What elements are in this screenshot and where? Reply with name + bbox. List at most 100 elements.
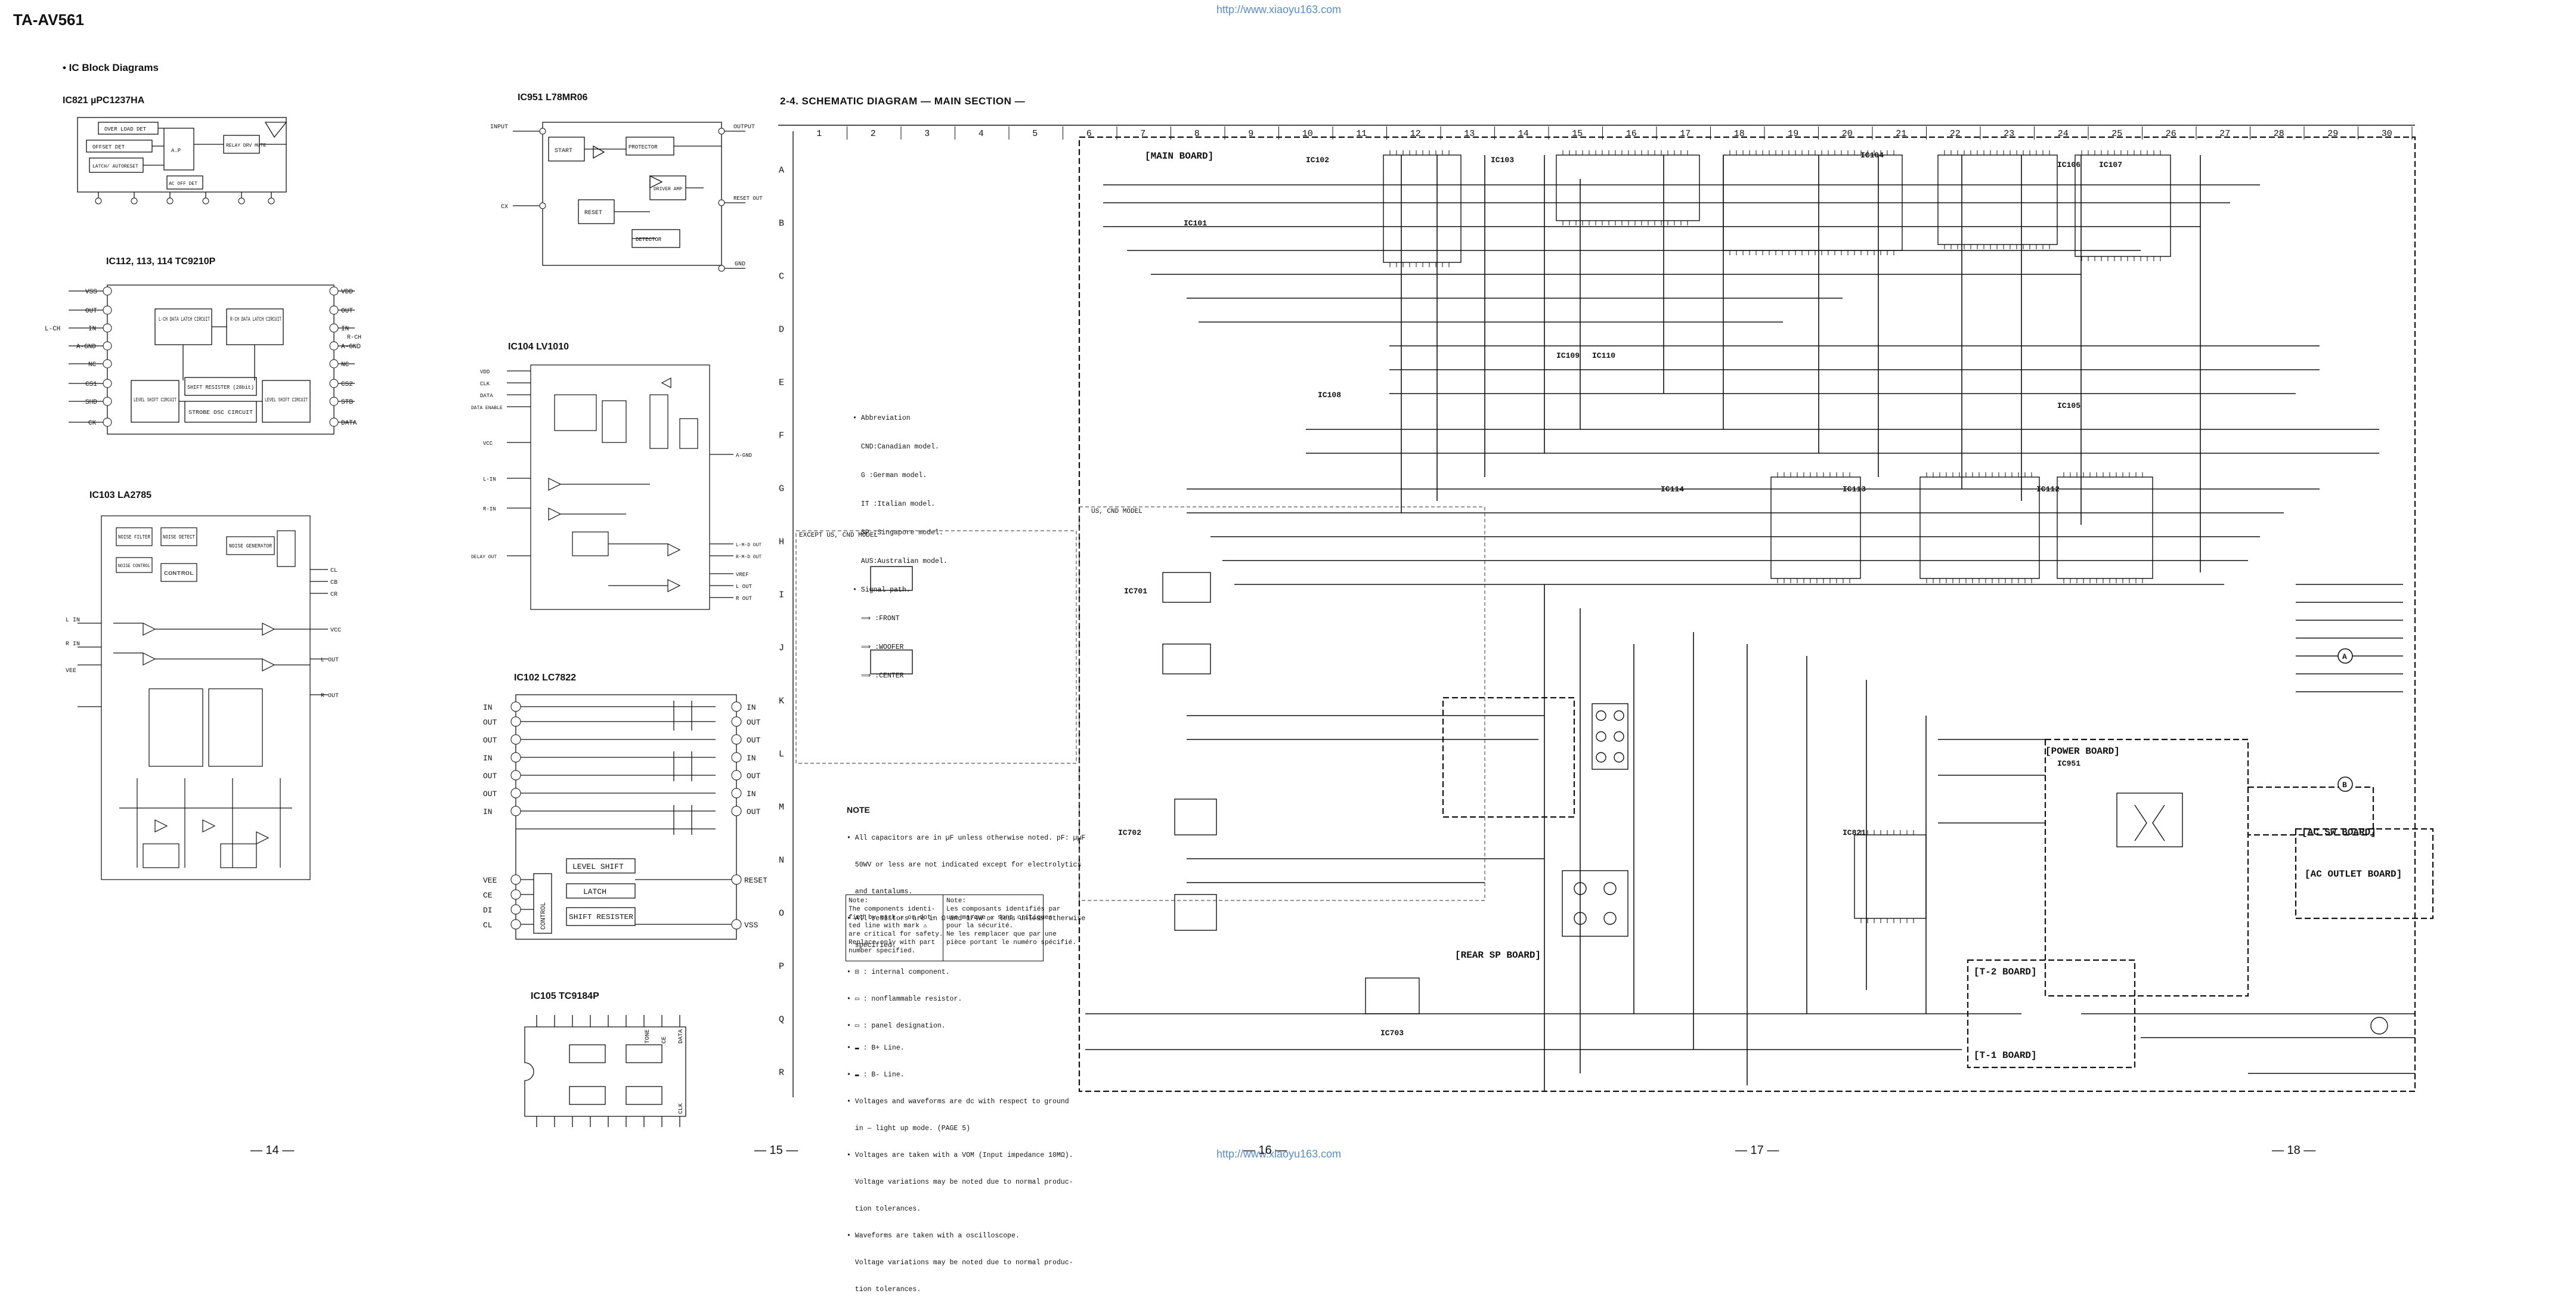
ic112-block-label: R-CH DATA LATCH CIRCUIT [230,317,281,323]
note-line: 50WV or less are not indicated except fo… [847,861,1082,869]
abbreviation-line: SP :Singapore model. [853,529,943,537]
board-label: [AC SW BOARD] [2302,827,2376,838]
ic103-pin-label: R IN [66,641,80,648]
ic102-pin-label: OUT [483,790,497,798]
note-line: tion tolerances. [847,1286,921,1293]
note-line: tion tolerances. [847,1205,921,1213]
grid-column-label: 5 [1032,129,1038,139]
ic112-block-label: LEVEL SHIFT CIRCUIT [265,397,308,403]
grid-column-label: 10 [1302,129,1313,139]
ic112-block-label: LEVEL SHIFT CIRCUIT [134,397,177,403]
grid-row-label: D [779,325,784,335]
note-line: • Waveforms are taken with a oscilloscop… [847,1232,1020,1240]
ic102-pin-label: VSS [744,921,758,930]
abbreviation-line: CND:Canadian model. [853,443,939,451]
grid-row-label: G [779,484,784,494]
grid-column-label: 13 [1464,129,1475,139]
ic103-block-label: NOISE FILTER [118,534,150,540]
note-line: • ▬ : B- Line. [847,1071,905,1079]
ic103-block-label: CONTROL [164,571,194,577]
page-number: — 15 — [754,1144,798,1157]
ic-label: IC104 [1860,151,1884,160]
ic-label: IC102 [1306,156,1329,165]
site-url-bottom[interactable]: http://www.xiaoyu163.com [1216,1148,1342,1160]
ic951-pin-label: CX [501,204,508,211]
abbreviation-line: ⟹ :CENTER [853,672,904,680]
grid-row-label: M [779,803,784,813]
ic102-diagram: IN OUT OUT IN OUT OUT IN VEE CE DI CL IN… [483,694,767,940]
ic-label: IC109 [1556,351,1580,360]
ic105-pin-label: CLK [678,1103,685,1114]
grid-column-label: 1 [816,129,822,139]
ic103-pin-label: R OUT [321,693,339,700]
grid-column-label: 20 [1842,129,1853,139]
abbreviation-list: • Abbreviation CND:Canadian model. G :Ge… [853,395,948,691]
schematic-title: 2-4. SCHEMATIC DIAGRAM — MAIN SECTION — [780,95,1026,107]
ic112-block-label: SHIFT RESISTER (28bit) [187,385,254,391]
ic104-pin-label: R OUT [736,596,753,602]
ic112-block-label: STROBE DSC CIRCUIT [188,410,253,416]
ic102-pin-label: CL [483,921,493,930]
ic102-pin-label: DI [483,906,493,915]
board-label: [POWER BOARD] [2045,746,2120,757]
note-line: • All resistors are in Ω and 1/4W or les… [847,915,1086,923]
ic105-pin-label: CE [661,1036,668,1044]
ic-label: IC108 [1318,391,1341,400]
note-line: in — light up mode. (PAGE 5) [847,1125,971,1132]
ic103-title: IC103 LA2785 [89,490,152,500]
ic102-pin-label: CE [483,891,493,900]
abbreviation-line: ⟹ :FRONT [853,615,900,623]
ic112-pin-label: IN [88,326,96,333]
ic112-pin-label: IN [341,326,349,333]
ic821-title: IC821 µPC1237HA [63,95,145,106]
ic103-block-label: NOISE CONTROL [118,564,150,569]
ic105-pin-label: TONE [645,1029,651,1044]
ic112-pin-label: VSS [85,289,97,296]
grid-column-label: 27 [2219,129,2230,139]
ic-label: IC112 [2036,485,2060,494]
ic112-pin-label: CS2 [341,381,353,388]
ic-label: IC110 [1592,351,1615,360]
note-line: • ▬ : B+ Line. [847,1044,905,1052]
voltage-notes: • ▬ : B+ Line. • ▬ : B- Line. • Voltages… [847,1026,1073,1303]
abbreviation-line: • Abbreviation [853,414,911,422]
page-number: — 16 — [1243,1144,1287,1157]
abbreviation-line: AUS:Australian model. [853,558,948,565]
ic951-pin-label: INPUT [490,124,508,131]
ic821-block-label: OFFSET DET [92,144,125,150]
grid-row-label: N [779,856,784,866]
ic104-pin-label: R-M-D OUT [736,555,761,560]
grid-column-label: 3 [924,129,930,139]
grid-column-label: 6 [1086,129,1092,139]
ic951-diagram: INPUT CX OUTPUT RESET OUT GND START PROT… [490,122,763,272]
ic102-pin-label: IN [747,703,756,712]
ic112-side-label: R-CH [347,335,361,341]
grid-row-label: H [779,537,784,547]
ic104-title: IC104 LV1010 [508,342,569,352]
ic112-pin-label: A-GND [341,343,361,351]
abbreviation-line: ⟹ :WOOFER [853,643,904,651]
ic-label: IC107 [2099,160,2122,169]
ic951-block-label: START [555,148,572,154]
ic102-title: IC102 LC7822 [514,673,577,683]
ic102-block-label: LEVEL SHIFT [572,862,624,871]
ic951-pin-label: OUTPUT [733,124,755,131]
ic103-pin-label: VCC [330,627,341,634]
ic104-pin-label: A-GND [736,453,752,459]
ic103-pin-label: L IN [66,617,80,624]
page-number: — 17 — [1735,1144,1779,1157]
ic102-pin-label: IN [483,754,493,763]
ic104-pin-label: L-M-D OUT [736,543,761,548]
grid-row-label: R [779,1068,784,1078]
grid-column-label: 16 [1626,129,1637,139]
note-line: • ▭ : panel designation. [847,1022,946,1030]
ic104-pin-label: DELAY OUT [471,555,497,560]
ic821-block-label: AC OFF DET [169,181,197,187]
grid-column-label: 28 [2274,129,2284,139]
abbreviation-line: • Signal path. [853,586,911,594]
site-url-top[interactable]: http://www.xiaoyu163.com [1216,4,1342,16]
ic-label: IC103 [1491,156,1514,165]
ic951-block-label: DETECTOR [636,237,662,243]
ic112-block-label: L-CH DATA LATCH CIRCUIT [159,317,210,323]
ic951-block-label: RESET [584,210,602,216]
